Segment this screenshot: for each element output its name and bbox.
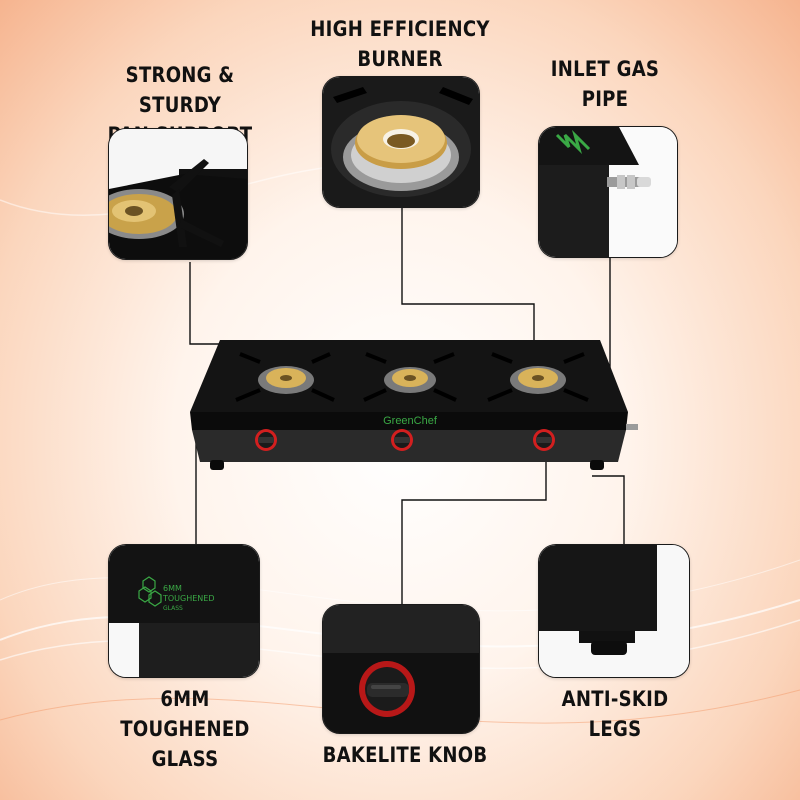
glass-badge-text3: GLASS <box>163 605 183 612</box>
inlet-pipe <box>626 424 638 430</box>
knob-middle <box>391 429 413 451</box>
knob-label-text: BAKELITE KNOB <box>322 743 488 767</box>
leg-left <box>210 460 224 470</box>
knob-image <box>323 605 479 733</box>
burner-label-line2: BURNER <box>357 47 443 71</box>
glass-label: 6MM TOUGHENED GLASS <box>95 684 276 774</box>
knob-left <box>255 429 277 451</box>
glass-badge-text2: TOUGHENED <box>162 594 215 603</box>
legs-label: ANTI-SKID LEGS <box>533 684 696 744</box>
burner-callout <box>322 76 480 208</box>
inlet-label-line1: INLET GAS <box>550 57 660 81</box>
inlet-callout <box>538 126 678 258</box>
knob-callout <box>322 604 480 734</box>
burner-label-line1: HIGH EFFICIENCY <box>310 17 490 41</box>
pan-support-image <box>109 129 247 259</box>
burner-label: HIGH EFFICIENCY BURNER <box>305 14 494 74</box>
knob-label: BAKELITE KNOB <box>315 740 496 770</box>
burner-image <box>323 77 479 207</box>
glass-label-line1: 6MM TOUGHENED <box>120 687 250 741</box>
glass-callout: 6MM TOUGHENED GLASS <box>108 544 260 678</box>
pan-support-callout <box>108 128 248 260</box>
glass-label-line2: GLASS <box>151 747 219 771</box>
legs-label-text: ANTI-SKID LEGS <box>561 687 669 741</box>
stove-brand: GreenChef <box>383 415 438 427</box>
gas-stove-product: GreenChef <box>180 340 640 480</box>
burner-middle <box>363 352 457 402</box>
burner-right <box>487 352 589 402</box>
inlet-image <box>539 127 677 257</box>
toughened-badge-icon <box>138 576 162 607</box>
pan-support-label-line1: STRONG & STURDY <box>125 63 235 117</box>
legs-image <box>539 545 689 677</box>
glass-image: 6MM TOUGHENED GLASS <box>109 545 259 677</box>
knob-right <box>533 429 555 451</box>
inlet-label-line2: PIPE <box>581 87 629 111</box>
inlet-label: INLET GAS PIPE <box>532 54 678 114</box>
burner-left <box>235 352 335 402</box>
leg-right <box>590 460 604 470</box>
legs-callout <box>538 544 690 678</box>
glass-badge-text1: 6MM <box>163 584 182 593</box>
